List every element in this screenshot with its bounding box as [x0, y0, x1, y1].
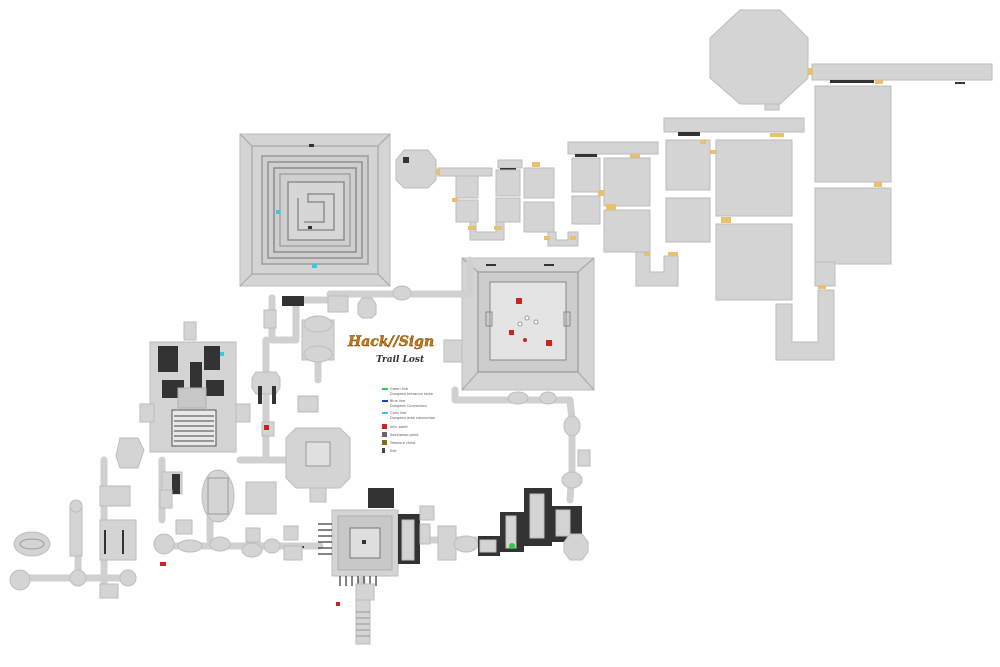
- legend-swatch-chest: [382, 440, 387, 445]
- diamond-room: [395, 149, 437, 189]
- legend-swatch-green: [382, 388, 388, 390]
- u-corridor-southeast: [775, 289, 835, 361]
- southeast-maze: [437, 391, 591, 561]
- room-center-2: [715, 223, 793, 301]
- logo-subtitle: Trail Lost: [376, 355, 425, 365]
- northeast-area: [395, 9, 993, 361]
- legend-swatch-blue: [382, 400, 388, 402]
- arena: [443, 257, 595, 391]
- room-center-4: [665, 197, 711, 243]
- room-east-2: [814, 187, 892, 265]
- west-castle: [139, 321, 251, 453]
- legend-blue-line1: Blue line: [390, 399, 405, 403]
- central-rooms: [251, 285, 412, 503]
- legend-info: Info. point: [390, 425, 408, 429]
- room-wing-2: [603, 209, 651, 253]
- northeast-corridor: [811, 63, 993, 81]
- legend-swatch-cyan: [382, 412, 388, 414]
- map-legend-panel: Hack//Sign Trail Lost Green line Dungeon…: [347, 334, 435, 453]
- legend-exit: Exit: [390, 449, 397, 453]
- southwest-complex: [9, 437, 304, 599]
- hall-upper: [663, 117, 805, 133]
- legend-chest: Treasure chest: [389, 441, 416, 445]
- room-center-3: [665, 139, 711, 191]
- legend-swatch-exit: [382, 448, 385, 453]
- pyramid-temple: [239, 133, 391, 287]
- room-east-1: [814, 85, 892, 183]
- logo-title: Hack//Sign: [347, 334, 434, 350]
- octagon-hall: [709, 9, 809, 105]
- legend-cyan-line1: Cyan line: [390, 411, 406, 415]
- legend-save: Save/warp point: [390, 433, 419, 437]
- legend-swatch-info: [382, 424, 387, 429]
- room-center-1: [715, 139, 793, 217]
- legend-swatch-save: [382, 432, 387, 437]
- legend-green-line1: Green line: [390, 387, 408, 391]
- legend-green-line2: Dungeon entrance route: [390, 392, 433, 396]
- room-wing-1: [603, 157, 651, 207]
- octagon-exit: [764, 103, 780, 111]
- legend-blue-line2: Dungeon Connection: [390, 404, 427, 408]
- legend-cyan-line2: Dungeon area connection: [390, 416, 435, 420]
- south-keep: [318, 488, 435, 645]
